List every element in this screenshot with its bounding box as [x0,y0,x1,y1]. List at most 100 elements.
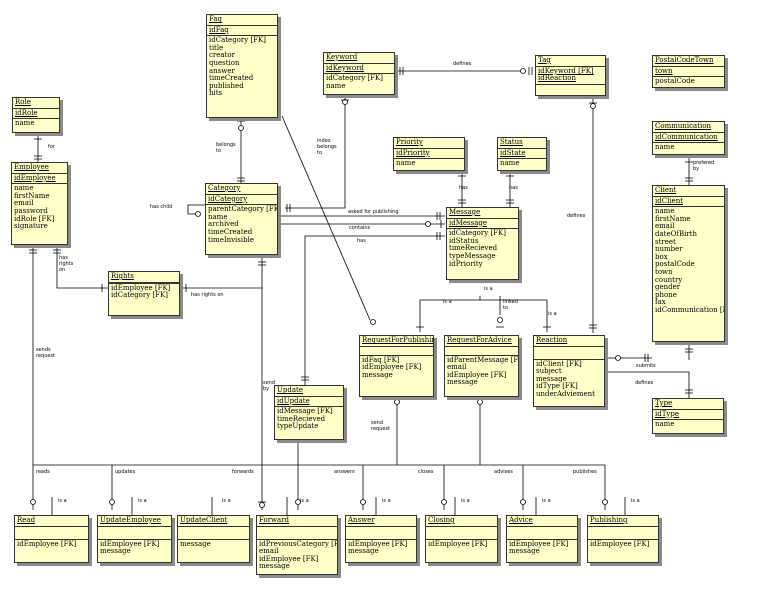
entity-title: PostalCodeTown [653,56,724,67]
label-answers: answers [334,469,355,475]
entity-client: Client idClient name firstName email dat… [652,185,725,342]
label-is-a-advice: is a [542,498,551,504]
attr: email [14,199,34,208]
entity-pk: idType [653,410,723,421]
entity-pk: idFaq [207,26,277,37]
entity-requestforpublishing: RequestForPublishing idFaq [FK] idEmploy… [359,335,434,397]
attr: name [14,184,34,193]
label-linked-to: linked to [503,299,518,311]
entity-attrs: idEmployee [FK] [426,538,497,550]
label-is-a-forward: is a [300,498,309,504]
entity-answer: Answer idEmployee [FK] message [345,515,417,563]
entity-title: Client [653,186,724,197]
entity-attrs: idParentMessage [FK] email idEmployee [F… [445,354,518,388]
entity-attrs: name [653,420,723,430]
entity-title: Tag [536,56,605,67]
attr: idStatus [449,236,479,245]
pk-field: idPriority [396,148,430,157]
entity-publishing: Publishing idEmployee [FK] [587,515,659,563]
entity-title: Reaction [534,336,604,347]
pk-field: idCommunication [655,132,718,141]
attr: postalCode [655,260,695,269]
entity-pk: town [653,67,724,78]
attr: message [259,562,290,571]
attr: message [100,547,131,556]
entity-postalcodetown: PostalCodeTown town postalCode [652,55,725,88]
attr: question [209,58,240,67]
entity-attrs: idCategory [FK] idStatus timeRecieved ty… [447,229,518,269]
pk-field: idKeyword [FK] [538,66,594,75]
attr: typeMessage [449,251,496,260]
attr: title [209,43,224,52]
attr: street [655,237,676,246]
attr: idEmployee [FK] [428,539,488,548]
attr: underAdviement [536,389,595,398]
entity-title: RequestForAdvice [445,336,518,347]
entity-attrs: idEmployee [FK] idCategory [FK] [109,282,179,301]
entity-attrs: idEmployee [FK] message [98,538,171,557]
attr: name [655,420,675,429]
label-has-child: has child [150,204,173,210]
entity-keyword: Keyword idKeyword idCategory [FK] name [323,52,395,95]
attr: idCategory [FK] [209,36,266,45]
label-is-a-answer: is a [382,498,391,504]
attr: idEmployee [FK] [447,370,507,379]
attr: message [180,539,211,548]
entity-pk: idPriority [394,149,464,160]
entity-pk: idMessage [447,219,518,230]
attr: archived [208,220,239,229]
entity-title: Keyword [324,53,394,64]
label-contains: contains [349,225,371,231]
entity-title: Message [447,208,518,219]
entity-attrs: idMessage [FK] timeRecieved typeUpdate [275,407,343,432]
label-publishes: publishes [573,469,597,475]
entity-attrs: name firstName email dateOfBirth street … [653,207,724,315]
attr: message [447,378,478,387]
pk-field: idFaq [209,25,229,34]
pk-field: idClient [655,196,684,205]
label-advises: advises [494,469,513,475]
rel-message-update [304,235,445,385]
rel-reaction-type [605,371,690,398]
attr: country [655,275,683,284]
entity-role: Role idRole name [12,97,60,133]
pk-field: idState [500,148,526,157]
attr: idCategory [FK] [326,74,383,83]
attr: message [348,547,379,556]
attr: phone [655,290,677,299]
entity-pk: idKeyword [324,64,394,75]
entity-title: Type [653,399,723,410]
label-submits: submits [636,363,656,369]
pk-field: idKeyword [326,63,364,72]
pk-field: idMessage [449,218,488,227]
attr: name [326,81,346,90]
attr: name [15,119,35,128]
attr: email [447,363,467,372]
entity-updateemployee: UpdateEmployee idEmployee [FK] message [97,515,172,563]
entity-title: Rights [109,272,179,283]
entity-title: Category [206,184,277,195]
label-index-belongs: index belongs to [317,138,337,156]
attr: email [259,547,279,556]
attr: creator [209,51,235,60]
entity-attrs: parentCategory [FK] name archived timeCr… [206,205,277,245]
attr: idEmployee [FK] [259,554,319,563]
label-is-a-read: is a [58,498,67,504]
attr: name [396,159,416,168]
attr: idEmployee [FK] [17,539,77,548]
label-updates: updates [115,469,136,475]
entity-attrs: idEmployee [FK] [15,538,88,550]
entity-employee: Employee idEmployee name firstName email… [11,162,68,245]
entity-update: Update idUpdate idMessage [FK] timeRecie… [274,385,344,440]
label-is-a-closing: is a [461,498,470,504]
entity-title: Forward [257,516,337,527]
entity-pk: idClient [653,197,724,208]
entity-title: Employee [12,163,67,174]
entity-message: Message idMessage idCategory [FK] idStat… [446,207,519,280]
attr: fax [655,298,666,307]
attr: parentCategory [FK] [208,205,278,214]
attr: message [536,374,567,383]
attr: idCategory [FK] [449,229,506,238]
rel-employee-rights [56,245,108,289]
attr: idEmployee [FK] [100,539,160,548]
